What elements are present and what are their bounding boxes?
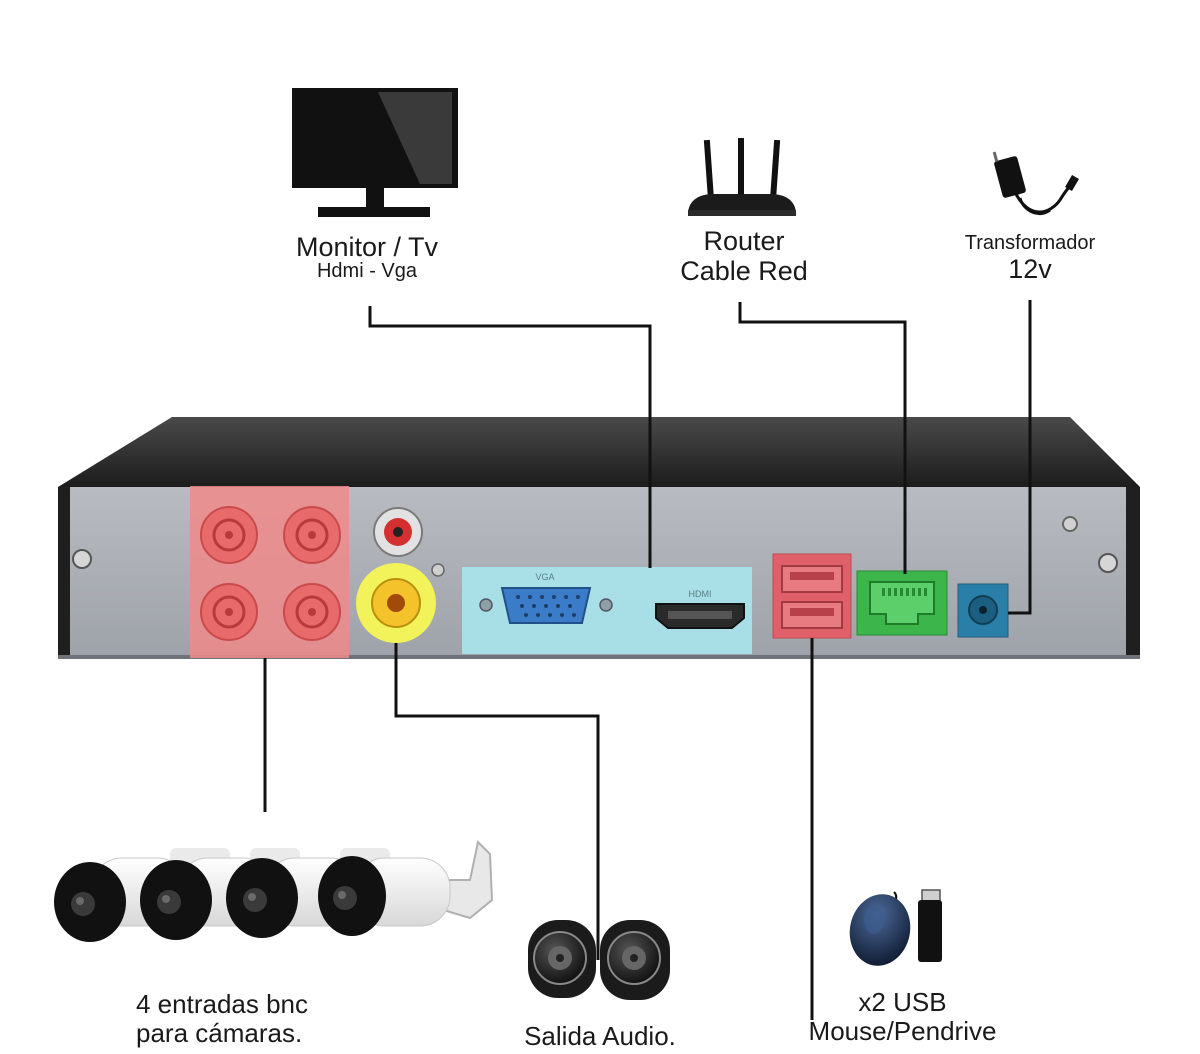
connector-lines [263,300,1032,1020]
audio-connector-line [394,643,600,960]
monitor-connector-line [368,306,652,568]
power-line2: 12v [1008,254,1052,285]
power-adapter-icon [992,151,1079,215]
router-line2: Cable Red [680,256,808,287]
usb-line2: Mouse/Pendrive [808,1016,997,1047]
bnc-inputs [190,486,349,658]
usb-label: x2 USB Mouse/Pendrive [790,987,1015,1047]
audio-out-port [356,563,445,643]
monitor-subtitle: Hdmi - Vga [316,260,418,283]
cameras-line1: 4 entradas bnc [136,989,309,1019]
router-connector-line [738,302,907,574]
cameras-label: 4 entradas bnc para cámaras. [136,989,309,1049]
lan-port [856,570,948,636]
power-connector-line [1008,300,1032,615]
usb-drive-icon [918,889,942,962]
video-outputs: VGA HDMI [462,567,752,654]
audio-in-port [373,507,423,557]
monitor-label: Monitor / Tv Hdmi - Vga [262,232,472,283]
router-label: Router Cable Red [654,226,834,286]
power-label: Transformador 12v [945,232,1115,285]
monitor-title: Monitor / Tv [295,232,439,262]
mouse-icon [849,891,911,966]
bullet-camera-icon [54,839,494,942]
router-icon [688,138,796,216]
speaker-icon [528,920,670,1000]
usb-line1: x2 USB [858,987,947,1017]
router-line1: Router [703,226,785,256]
vga-port-label: VGA [535,572,554,582]
cameras-line2: para cámaras. [136,1018,303,1049]
usb-ports [772,553,852,639]
power-port [957,583,1009,638]
hdmi-port-label: HDMI [689,589,712,599]
audio-label: Salida Audio. [524,1021,676,1051]
power-line1: Transformador [964,232,1096,254]
monitor-icon [292,88,458,217]
